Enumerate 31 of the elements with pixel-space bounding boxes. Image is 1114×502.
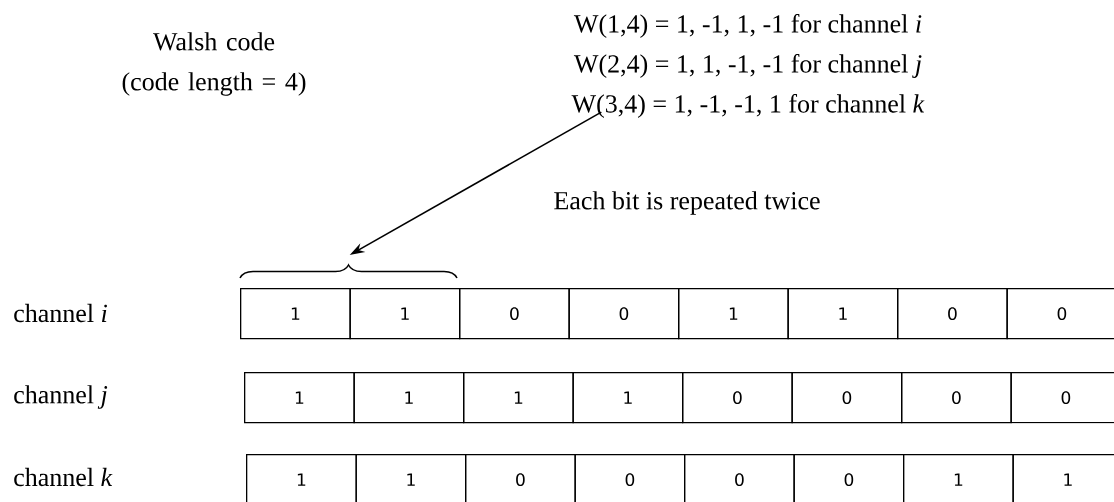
bit-cell: 1: [349, 288, 461, 340]
note-text: Each bit is repeated twice: [554, 191, 820, 215]
bit-cell: 1: [463, 372, 574, 424]
bit-cell: 1: [355, 454, 467, 502]
bit-cell: 1: [246, 454, 357, 502]
bit-cell: 0: [568, 288, 680, 340]
bit-cell: 0: [465, 454, 576, 502]
bit-cell: 1: [572, 372, 684, 424]
bit-cell: 0: [793, 454, 905, 502]
bit-cell: 1: [240, 288, 351, 340]
bit-cell: 0: [682, 372, 793, 424]
bit-cell: 1: [903, 454, 1014, 502]
caption-text: Walsh code (code length = 4): [122, 32, 306, 96]
bit-cell: 0: [459, 288, 570, 340]
bit-cell: 0: [1010, 372, 1114, 424]
bit-cell: 0: [791, 372, 903, 424]
channel-label: channel i: [14, 303, 107, 323]
bit-cell: 1: [353, 372, 465, 424]
channel-label: channel j: [14, 385, 108, 409]
bit-cell: 1: [244, 372, 355, 424]
bit-cell: 1: [678, 288, 789, 340]
code-text: W(1,4) = 1, -1, 1, -1 for channel i W(2,4) = 1, 1, -1, -1 for channel j W(3,4) = 1, -1, -1, 1 for channel k: [571, 14, 925, 118]
bit-cell: 0: [901, 372, 1012, 424]
bit-cell: 1: [787, 288, 899, 340]
channel-label: channel k: [14, 467, 113, 487]
bit-cell: 0: [684, 454, 795, 502]
bit-cell: 0: [1006, 288, 1114, 340]
brace: [239, 264, 458, 279]
bit-cell: 1: [1012, 454, 1114, 502]
bit-cell: 0: [897, 288, 1008, 340]
bit-cell: 0: [574, 454, 686, 502]
